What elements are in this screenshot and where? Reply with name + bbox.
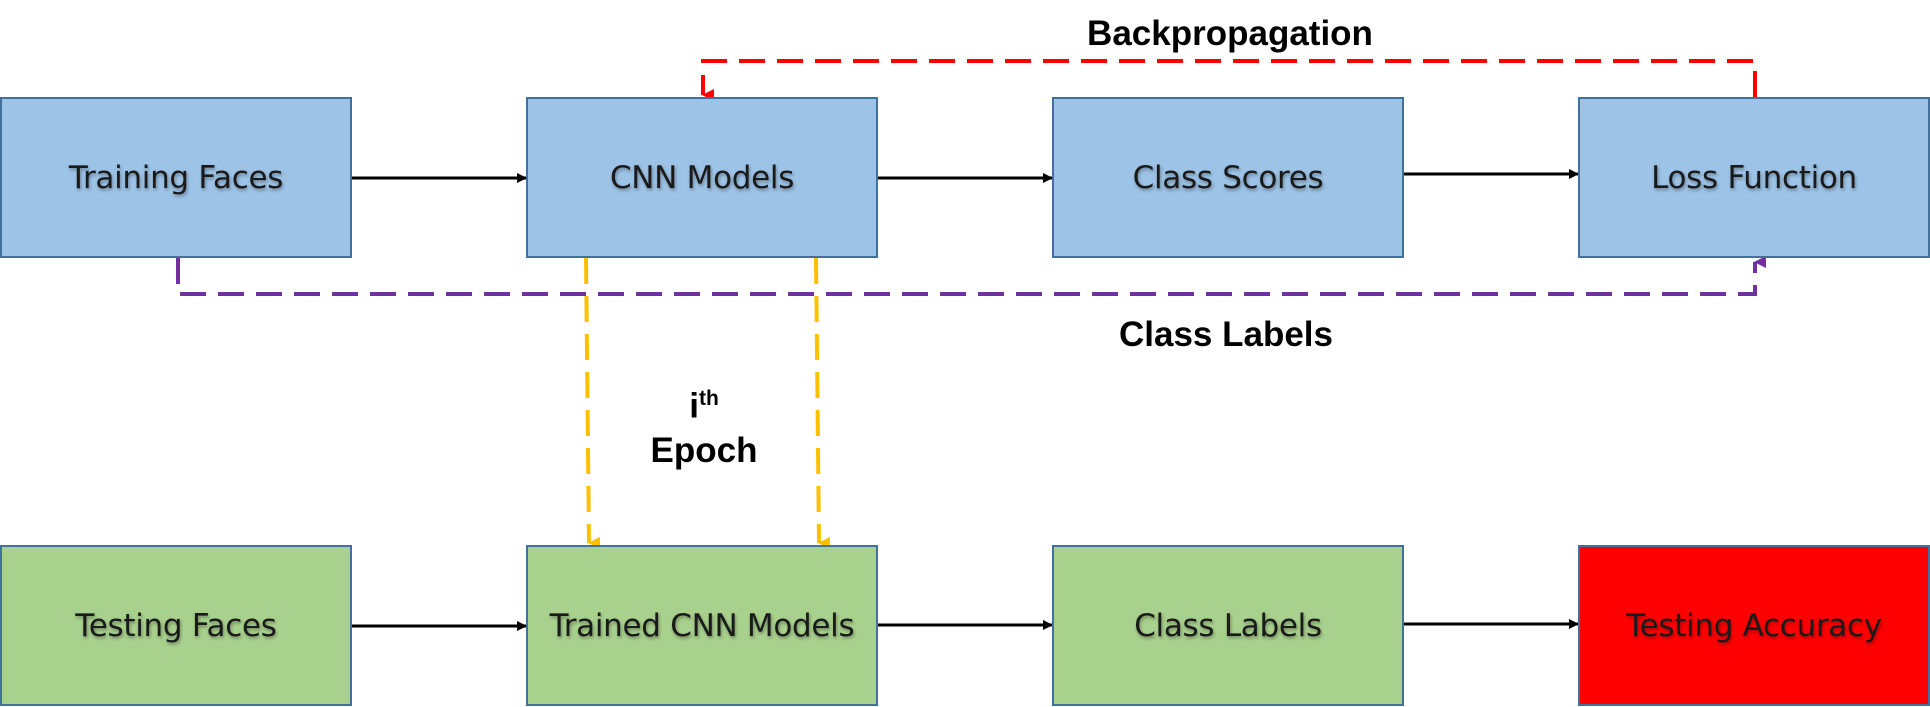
epoch-index: i [689, 386, 699, 426]
backpropagation-arrow [701, 59, 1757, 101]
epoch-index-line: ith [604, 377, 804, 429]
training-faces-box: Training Faces [0, 97, 352, 258]
epoch-arrow-left [584, 257, 601, 549]
backpropagation-label: Backpropagation [1087, 14, 1373, 53]
epoch-word: Epoch [650, 430, 758, 470]
class-labels-arrow [176, 256, 1766, 296]
testing-accuracy-box: Testing Accuracy [1578, 545, 1930, 706]
loss-function-box: Loss Function [1578, 97, 1930, 258]
class-labels-label: Class Labels [1119, 315, 1333, 354]
epoch-arrow-right [814, 257, 831, 549]
trained-cnn-models-box: Trained CNN Models [526, 545, 878, 706]
cnn-models-box: CNN Models [526, 97, 878, 258]
class-scores-box: Class Scores [1052, 97, 1404, 258]
class-labels-box: Class Labels [1052, 545, 1404, 706]
testing-faces-box: Testing Faces [0, 545, 352, 706]
epoch-label: ith Epoch [604, 377, 804, 473]
epoch-superscript: th [698, 387, 719, 410]
